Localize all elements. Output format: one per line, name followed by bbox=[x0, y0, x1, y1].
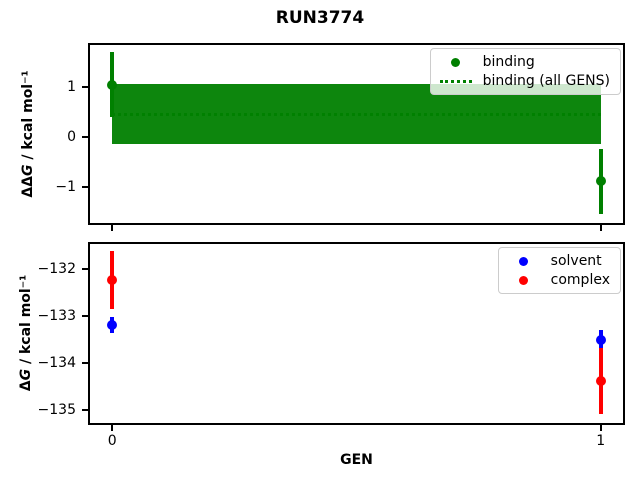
data-point-complex-gen1 bbox=[595, 375, 606, 386]
y-tick-label: −135 bbox=[37, 401, 76, 418]
y-tick bbox=[82, 186, 88, 189]
y-tick-label: −133 bbox=[37, 308, 76, 325]
legend-dot-icon bbox=[507, 275, 541, 285]
data-point-binding-gen0 bbox=[107, 79, 118, 90]
y-tick-label: −1 bbox=[55, 179, 76, 196]
plot-area-binding bbox=[88, 43, 625, 225]
y-tick bbox=[82, 408, 88, 411]
x-tick bbox=[111, 225, 114, 231]
x-tick-label: 0 bbox=[107, 433, 117, 449]
legend: solvent complex bbox=[497, 247, 621, 294]
x-tick bbox=[599, 225, 602, 231]
legend-item-binding-all-gens-: binding (all GENS) bbox=[439, 73, 610, 89]
legend-item-complex: complex bbox=[507, 272, 610, 288]
data-point-complex-gen0 bbox=[107, 274, 118, 285]
legend-dot-icon bbox=[507, 256, 541, 266]
y-axis-label-bottom-prefix: Δ bbox=[18, 380, 34, 392]
y-tick-label: −134 bbox=[37, 355, 76, 372]
data-point-binding-gen1 bbox=[595, 176, 606, 187]
legend-marker-glyph bbox=[519, 256, 529, 266]
legend-item-solvent: solvent bbox=[507, 253, 610, 269]
legend-label: binding bbox=[482, 54, 535, 70]
data-point-solvent-gen0 bbox=[107, 319, 118, 330]
y-tick bbox=[82, 136, 88, 139]
legend-label: complex bbox=[550, 272, 610, 288]
x-tick bbox=[599, 425, 602, 431]
y-tick bbox=[82, 362, 88, 365]
y-tick-label: 0 bbox=[67, 129, 76, 146]
x-axis-label: GEN bbox=[340, 452, 373, 468]
legend-item-binding: binding bbox=[439, 54, 610, 70]
figure-title: RUN3774 bbox=[275, 8, 365, 28]
y-tick-label: −132 bbox=[37, 261, 76, 278]
data-point-solvent-gen1 bbox=[595, 335, 606, 346]
plot-area-deltag bbox=[88, 242, 625, 425]
legend-marker-glyph bbox=[439, 79, 472, 83]
y-tick bbox=[82, 86, 88, 89]
band-center-dotted-line bbox=[112, 112, 601, 116]
legend-label: solvent bbox=[550, 253, 602, 269]
legend: binding binding (all GENS) bbox=[429, 48, 621, 95]
legend-marker-glyph bbox=[519, 275, 529, 285]
legend-label: binding (all GENS) bbox=[482, 73, 610, 89]
legend-marker-glyph bbox=[451, 57, 461, 67]
y-tick-label: 1 bbox=[67, 79, 76, 96]
y-axis-label-top-var: G bbox=[20, 164, 36, 176]
y-tick bbox=[82, 268, 88, 271]
x-tick-label: 1 bbox=[596, 433, 606, 449]
legend-dot-icon bbox=[439, 57, 473, 67]
y-tick bbox=[82, 315, 88, 318]
x-tick bbox=[111, 425, 114, 431]
legend-dotted-line-icon bbox=[439, 79, 473, 83]
